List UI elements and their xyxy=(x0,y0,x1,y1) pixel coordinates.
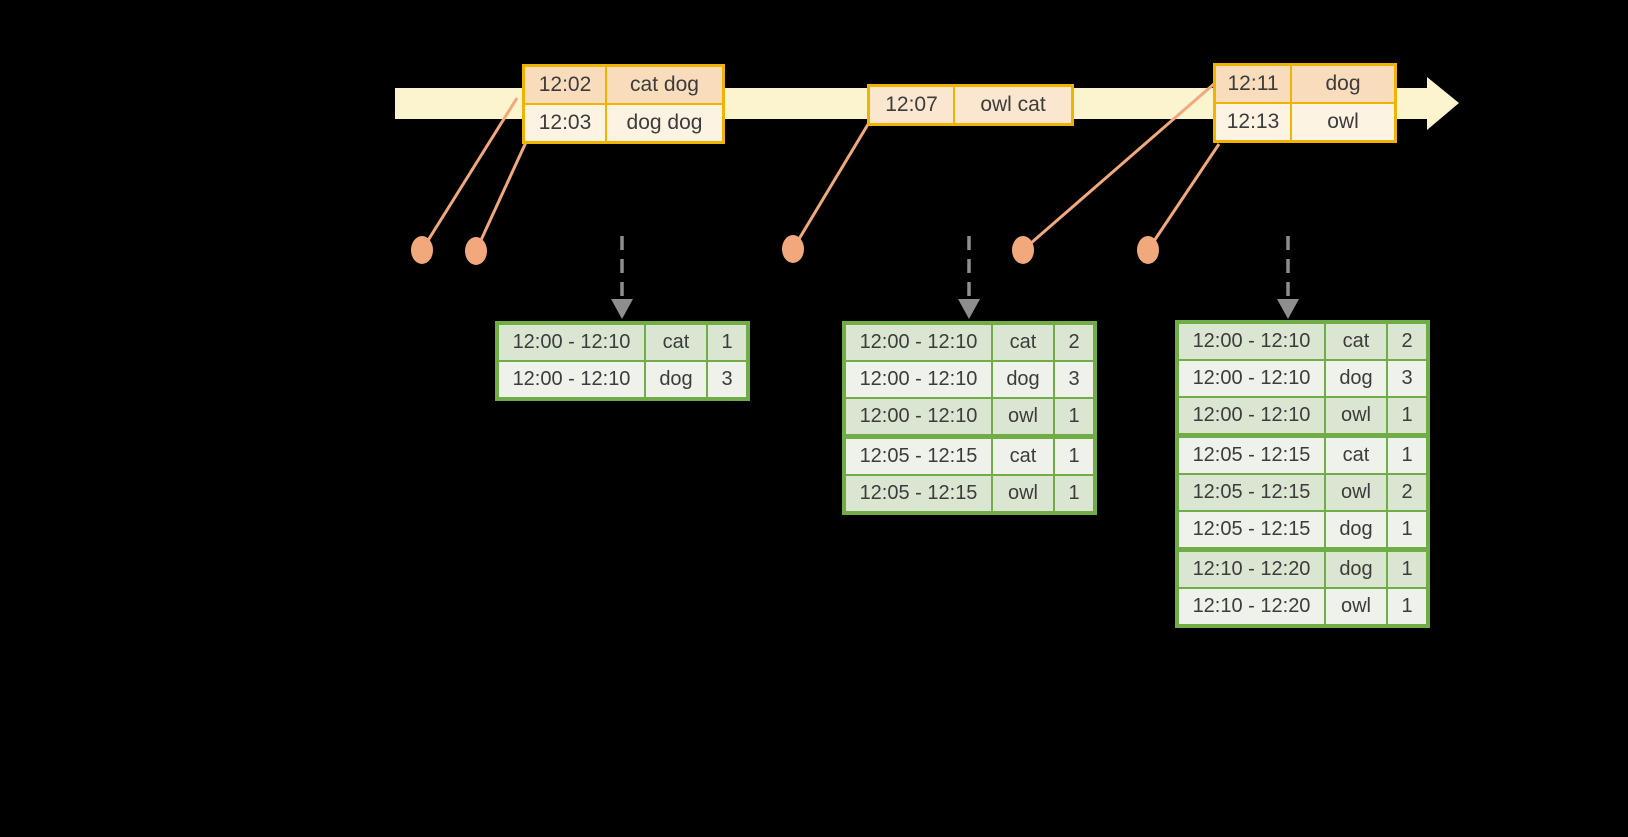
event-connector-line xyxy=(420,97,519,251)
count-cell: 1 xyxy=(1388,552,1426,587)
result-row: 12:05 - 12:15 dog 1 xyxy=(1179,512,1426,547)
count-cell: 1 xyxy=(708,325,746,360)
event-connector-line xyxy=(474,139,529,252)
word-cell: owl xyxy=(993,476,1053,511)
result-row: 12:00 - 12:10 cat 2 xyxy=(1179,324,1426,359)
window-cell: 12:00 - 12:10 xyxy=(1179,361,1324,396)
count-cell: 2 xyxy=(1388,475,1426,510)
word-cell: owl xyxy=(1326,475,1386,510)
count-cell: 1 xyxy=(1388,438,1426,473)
result-table-1: 12:00 - 12:10 cat 1 12:00 - 12:10 dog 3 xyxy=(495,321,750,401)
result-row: 12:05 - 12:15 owl 1 xyxy=(846,476,1093,511)
count-cell: 1 xyxy=(1055,439,1093,474)
result-table-2: 12:00 - 12:10 cat 2 12:00 - 12:10 dog 3 … xyxy=(842,321,1097,515)
window-cell: 12:10 - 12:20 xyxy=(1179,589,1324,624)
event-marker-dots xyxy=(411,235,1159,265)
result-row: 12:00 - 12:10 owl 1 xyxy=(846,399,1093,434)
input-batch-1-table: 12:02 cat dog 12:03 dog dog xyxy=(522,64,725,144)
count-cell: 3 xyxy=(1055,362,1093,397)
window-cell: 12:05 - 12:15 xyxy=(1179,512,1324,547)
arrow-down-icon xyxy=(1277,299,1299,319)
input-batch-3-table: 12:11 dog 12:13 owl xyxy=(1213,63,1397,143)
event-words-cell: cat dog xyxy=(607,67,722,103)
result-row: 12:10 - 12:20 dog 1 xyxy=(1179,552,1426,587)
window-cell: 12:00 - 12:10 xyxy=(846,325,991,360)
result-row: 12:00 - 12:10 dog 3 xyxy=(499,362,746,397)
word-cell: owl xyxy=(1326,398,1386,433)
event-time-cell: 12:03 xyxy=(525,105,605,141)
result-row: 12:05 - 12:15 cat 1 xyxy=(846,439,1093,474)
word-cell: dog xyxy=(1326,552,1386,587)
window-cell: 12:05 - 12:15 xyxy=(846,439,991,474)
window-cell: 12:00 - 12:10 xyxy=(499,325,644,360)
count-cell: 2 xyxy=(1388,324,1426,359)
word-cell: cat xyxy=(1326,438,1386,473)
event-connector-line xyxy=(1022,81,1216,252)
window-cell: 12:00 - 12:10 xyxy=(1179,398,1324,433)
event-time-cell: 12:07 xyxy=(870,87,953,123)
count-cell: 3 xyxy=(1388,361,1426,396)
trigger-arrows xyxy=(620,236,1290,300)
arrow-down-icon xyxy=(958,299,980,319)
window-cell: 12:00 - 12:10 xyxy=(1179,324,1324,359)
window-cell: 12:00 - 12:10 xyxy=(846,399,991,434)
event-connector-line xyxy=(791,120,872,250)
event-marker-dot xyxy=(782,235,804,263)
window-cell: 12:05 - 12:15 xyxy=(1179,438,1324,473)
event-words-cell: owl xyxy=(1292,104,1394,140)
count-cell: 1 xyxy=(1055,476,1093,511)
result-row: 12:00 - 12:10 owl 1 xyxy=(1179,398,1426,433)
word-cell: dog xyxy=(1326,361,1386,396)
result-row: 12:00 - 12:10 cat 2 xyxy=(846,325,1093,360)
event-marker-dot xyxy=(1137,236,1159,264)
timeline-arrowhead-icon xyxy=(1427,77,1459,130)
word-cell: dog xyxy=(1326,512,1386,547)
window-cell: 12:00 - 12:10 xyxy=(499,362,644,397)
result-row: 12:05 - 12:15 cat 1 xyxy=(1179,438,1426,473)
event-time-cell: 12:13 xyxy=(1216,104,1290,140)
event-connector-lines xyxy=(420,81,1221,252)
count-cell: 2 xyxy=(1055,325,1093,360)
word-cell: dog xyxy=(993,362,1053,397)
word-cell: owl xyxy=(1326,589,1386,624)
result-row: 12:10 - 12:20 owl 1 xyxy=(1179,589,1426,624)
word-cell: cat xyxy=(993,439,1053,474)
word-cell: dog xyxy=(646,362,706,397)
event-time-cell: 12:02 xyxy=(525,67,605,103)
word-cell: cat xyxy=(646,325,706,360)
result-row: 12:00 - 12:10 cat 1 xyxy=(499,325,746,360)
result-row: 12:00 - 12:10 dog 3 xyxy=(1179,361,1426,396)
word-cell: owl xyxy=(993,399,1053,434)
arrow-down-icon xyxy=(611,299,633,319)
event-connector-line xyxy=(1146,143,1221,251)
word-cell: cat xyxy=(1326,324,1386,359)
event-words-cell: dog dog xyxy=(607,105,722,141)
input-batch-2-table: 12:07 owl cat xyxy=(867,84,1074,126)
count-cell: 1 xyxy=(1388,512,1426,547)
event-time-cell: 12:11 xyxy=(1216,66,1290,102)
count-cell: 1 xyxy=(1055,399,1093,434)
count-cell: 1 xyxy=(1388,398,1426,433)
result-row: 12:05 - 12:15 owl 2 xyxy=(1179,475,1426,510)
word-cell: cat xyxy=(993,325,1053,360)
event-marker-dot xyxy=(465,237,487,265)
window-cell: 12:05 - 12:15 xyxy=(1179,475,1324,510)
window-cell: 12:05 - 12:15 xyxy=(846,476,991,511)
count-cell: 3 xyxy=(708,362,746,397)
count-cell: 1 xyxy=(1388,589,1426,624)
event-marker-dot xyxy=(1012,236,1034,264)
window-cell: 12:00 - 12:10 xyxy=(846,362,991,397)
event-marker-dot xyxy=(411,236,433,264)
result-table-3: 12:00 - 12:10 cat 2 12:00 - 12:10 dog 3 … xyxy=(1175,320,1430,628)
event-words-cell: owl cat xyxy=(955,87,1071,123)
window-cell: 12:10 - 12:20 xyxy=(1179,552,1324,587)
result-row: 12:00 - 12:10 dog 3 xyxy=(846,362,1093,397)
trigger-arrowheads xyxy=(611,299,1299,319)
event-words-cell: dog xyxy=(1292,66,1394,102)
